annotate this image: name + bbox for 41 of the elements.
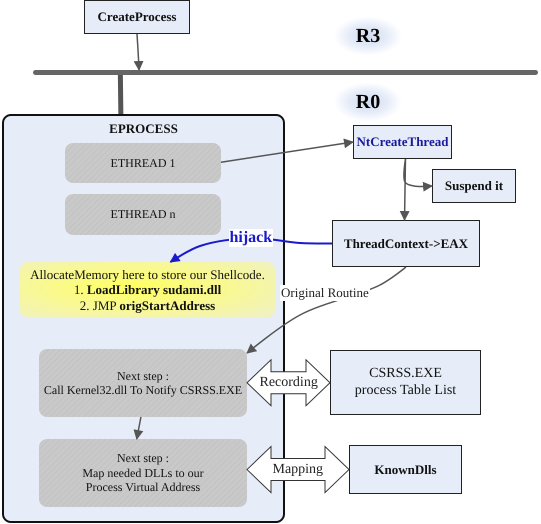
arrow	[220, 138, 354, 163]
node-text: ETHREAD 1	[110, 156, 176, 170]
edge-label: Mapping	[272, 462, 324, 478]
node-text: ETHREAD n	[110, 207, 176, 222]
node-text: Map needed DLLs to our Process Virtual Address	[81, 466, 205, 495]
thread-box	[65, 143, 221, 183]
process-box	[353, 125, 452, 159]
edge-label: Original Routine	[280, 285, 370, 301]
container-title: EPROCESS	[109, 121, 178, 137]
edge-label: hijack	[228, 229, 274, 247]
node-text: Next step :	[117, 451, 169, 466]
process-box	[84, 0, 190, 34]
connector-line	[118, 74, 124, 114]
node-text: KnownDlls	[374, 462, 437, 478]
node-text: Call Kernel32.dll To Notify CSRSS.EXE	[44, 383, 242, 398]
node-text: NtCreateThread	[356, 134, 448, 150]
thread-box	[39, 349, 247, 417]
arrow	[400, 158, 410, 221]
node-text: Next step :	[117, 368, 169, 383]
arrow	[134, 416, 144, 440]
process-box	[332, 220, 480, 267]
thread-box	[39, 439, 247, 507]
divider-bar	[33, 70, 538, 75]
node-text: 2. JMP origStartAddress	[80, 298, 216, 314]
node-text: ThreadContext->EAX	[344, 236, 468, 252]
region-label: R3	[333, 16, 403, 56]
process-box	[432, 169, 516, 203]
node-text: CreateProcess	[98, 9, 176, 25]
node-text: 1. LoadLibrary sudami.dll	[74, 282, 222, 298]
node-text: CSRSS.EXE	[369, 366, 442, 382]
node-text: Suspend it	[444, 178, 504, 194]
node-text: AllocateMemory here to store our Shellcode.	[30, 266, 265, 282]
double-block-arrow	[246, 445, 350, 494]
node-text: process Table List	[354, 382, 456, 400]
highlight-box	[20, 262, 275, 318]
thread-box	[65, 194, 221, 235]
edge-label: Recording	[258, 374, 319, 391]
process-box	[330, 350, 481, 415]
process-box	[349, 445, 462, 494]
arrow	[134, 34, 144, 71]
region-label: R0	[333, 82, 403, 122]
